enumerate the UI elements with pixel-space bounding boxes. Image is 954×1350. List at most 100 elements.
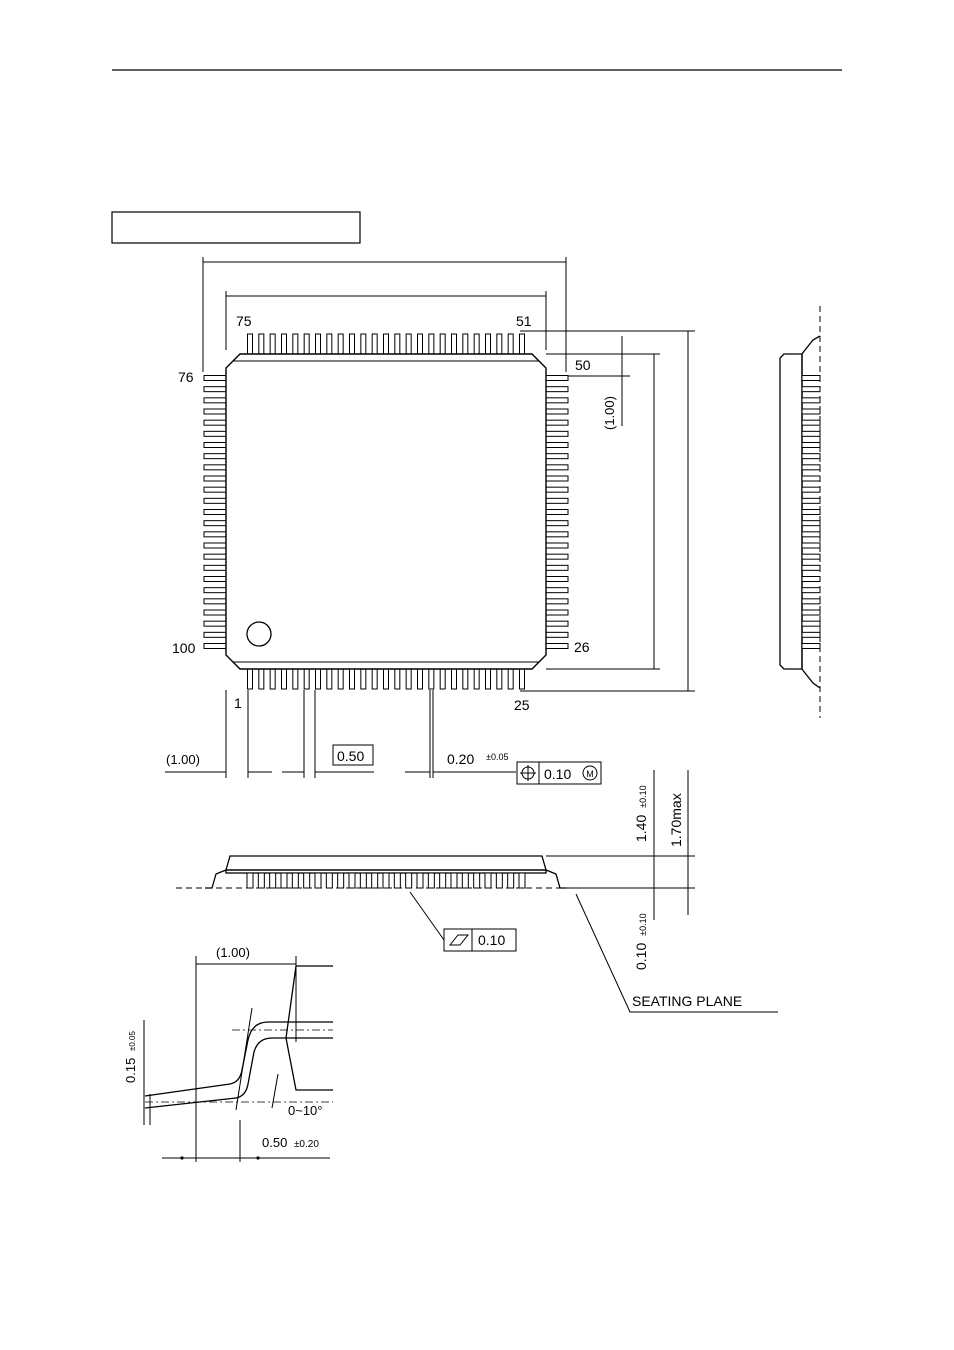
side-lead <box>802 431 820 436</box>
lead-left <box>204 554 226 559</box>
lead-top <box>350 334 355 354</box>
dim-length: 0.50 ±0.20 <box>262 1135 319 1150</box>
lead-right <box>546 443 568 448</box>
lead-left <box>204 510 226 515</box>
lead-top <box>316 334 321 354</box>
lead-right <box>546 599 568 604</box>
lead-right <box>546 476 568 481</box>
front-lead <box>247 873 253 888</box>
lead-top <box>270 334 275 354</box>
lead-right <box>546 454 568 459</box>
dim-max-height: 1.70max <box>668 793 684 847</box>
lead-left <box>204 610 226 615</box>
lead-bottom <box>395 669 400 689</box>
pin-label-26: 26 <box>574 639 590 655</box>
position-tol-modifier: M <box>586 769 594 779</box>
side-lead <box>802 588 820 593</box>
lead-left <box>204 498 226 503</box>
front-lead <box>451 873 457 888</box>
lead-detail-view: (1.00) 0.15 ±0.05 0~10° 0.50 ±0.20 <box>123 945 333 1162</box>
side-lead <box>802 454 820 459</box>
lead-top <box>384 334 389 354</box>
lead-bottom <box>361 669 366 689</box>
front-lead <box>462 873 468 888</box>
lead-top <box>361 334 366 354</box>
side-lead <box>802 565 820 570</box>
lead-top <box>474 334 479 354</box>
lead-left <box>204 599 226 604</box>
front-lead <box>417 873 423 888</box>
lead-left <box>204 465 226 470</box>
lead-top <box>440 334 445 354</box>
right-side-view <box>780 306 820 718</box>
front-lead <box>440 873 446 888</box>
lead-left <box>204 521 226 526</box>
front-lead <box>383 873 389 888</box>
lead-top <box>282 334 287 354</box>
front-lead <box>326 873 332 888</box>
side-lead <box>802 387 820 392</box>
lead-top <box>293 334 298 354</box>
front-view: 1.40 ±0.10 1.70max 0.10 ±0.10 0.10 SEATI… <box>176 770 778 1012</box>
lead-top <box>372 334 377 354</box>
lead-top <box>304 334 309 354</box>
lead-right <box>546 577 568 582</box>
lead-bottom <box>350 669 355 689</box>
dim-lead-width: 0.20 <box>447 751 474 767</box>
lead-top <box>520 334 525 354</box>
lead-bottom <box>452 669 457 689</box>
side-view-leads <box>802 376 820 649</box>
lead-right <box>546 376 568 381</box>
dim-body-height: 1.40 ±0.10 <box>633 785 649 842</box>
lead-right <box>546 610 568 615</box>
side-lead <box>802 409 820 414</box>
lead-bottom <box>440 669 445 689</box>
side-lead <box>802 465 820 470</box>
dim-pitch-box: 0.50 <box>337 748 364 764</box>
lead-left <box>204 476 226 481</box>
lead-right <box>546 420 568 425</box>
lead-bottom <box>282 669 287 689</box>
front-lead <box>485 873 491 888</box>
side-lead <box>802 599 820 604</box>
lead-top <box>418 334 423 354</box>
front-lead <box>394 873 400 888</box>
lead-top <box>497 334 502 354</box>
front-lead <box>258 873 264 888</box>
lead-right <box>546 487 568 492</box>
front-lead <box>270 873 276 888</box>
lead-left <box>204 454 226 459</box>
side-lead <box>802 532 820 537</box>
lead-right <box>546 398 568 403</box>
lead-right <box>546 543 568 548</box>
lead-right <box>546 644 568 649</box>
dim-thickness: 0.15 ±0.05 <box>123 1031 138 1083</box>
side-lead <box>802 621 820 626</box>
front-view-leads <box>247 873 525 888</box>
side-lead <box>802 443 820 448</box>
pin-label-25: 25 <box>514 697 530 713</box>
lead-top <box>486 334 491 354</box>
lead-left <box>204 565 226 570</box>
pin-label-76: 76 <box>178 369 194 385</box>
side-lead <box>802 554 820 559</box>
lead-right <box>546 621 568 626</box>
front-lead <box>338 873 344 888</box>
lead-bottom <box>372 669 377 689</box>
side-lead <box>802 510 820 515</box>
front-lead <box>349 873 355 888</box>
lead-left <box>204 420 226 425</box>
lead-bottom <box>463 669 468 689</box>
front-lead <box>360 873 366 888</box>
lead-bottom <box>429 669 434 689</box>
dim-pitch-note: (1.00) <box>166 752 200 767</box>
lead-top <box>508 334 513 354</box>
lead-left <box>204 443 226 448</box>
lead-right <box>546 554 568 559</box>
lead-top <box>338 334 343 354</box>
lead-bottom <box>406 669 411 689</box>
lead-left <box>204 588 226 593</box>
side-lead <box>802 476 820 481</box>
lead-top <box>452 334 457 354</box>
front-lead <box>406 873 412 888</box>
